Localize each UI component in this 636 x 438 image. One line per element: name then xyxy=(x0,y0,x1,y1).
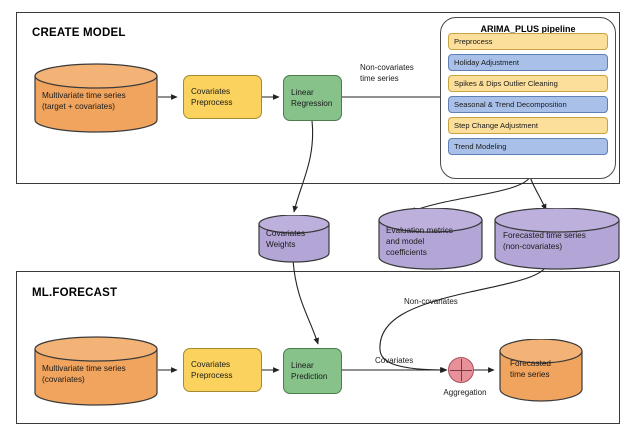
aggregation-plus-vertical xyxy=(460,359,462,381)
aggregation-node[interactable] xyxy=(448,357,474,383)
create-model-linear-regression-box[interactable]: Linear Regression xyxy=(283,75,342,121)
evaluation-metrics-cylinder xyxy=(378,208,483,270)
pipeline-step-seasonal-trend-decomposition[interactable]: Seasonal & Trend Decomposition xyxy=(448,96,608,113)
edge-label-non-covariates: Non-covariates xyxy=(404,297,458,306)
edge-regression-to-covariates-weights xyxy=(292,120,314,213)
covariates-weights-cylinder xyxy=(258,215,330,263)
ml-forecast-linear-prediction-box[interactable]: Linear Prediction xyxy=(283,348,342,394)
edge-pipeline-to-eval-metrics xyxy=(409,176,531,213)
edge-pipeline-to-forecast-noncov xyxy=(529,176,547,211)
create-model-preprocess-box[interactable]: Covariates Preprocess xyxy=(183,75,262,119)
pipeline-step-preprocess[interactable]: Preprocess xyxy=(448,33,608,50)
edge-covariates-weights-to-prediction xyxy=(292,259,319,345)
arima-plus-pipeline-title: ARIMA_PLUS pipeline xyxy=(480,24,576,34)
ml-forecast-source-cylinder xyxy=(34,336,158,406)
pipeline-step-spikes-dips-outlier-cleaning[interactable]: Spikes & Dips Outlier Cleaning xyxy=(448,75,608,92)
pipeline-step-step-change-adjustment[interactable]: Step Change Adjustment xyxy=(448,117,608,134)
create-model-source-cylinder xyxy=(34,63,158,133)
ml-forecast-title: ML.FORECAST xyxy=(32,287,118,299)
edge-label-non-covariates-time-series: Non-covariates time series xyxy=(360,63,414,83)
edge-label-covariates: Covariates xyxy=(375,356,414,365)
pipeline-step-holiday-adjustment[interactable]: Holiday Adjustment xyxy=(448,54,608,71)
edge-forecast-noncov-to-aggregation xyxy=(379,259,549,373)
pipeline-step-trend-modeling[interactable]: Trend Modeling xyxy=(448,138,608,155)
forecasted-noncovariates-cylinder xyxy=(494,208,620,270)
aggregation-label: Aggregation xyxy=(443,388,487,397)
ml-forecast-output-cylinder xyxy=(499,339,583,402)
create-model-title: CREATE MODEL xyxy=(32,27,126,39)
ml-forecast-preprocess-box[interactable]: Covariates Preprocess xyxy=(183,348,262,392)
